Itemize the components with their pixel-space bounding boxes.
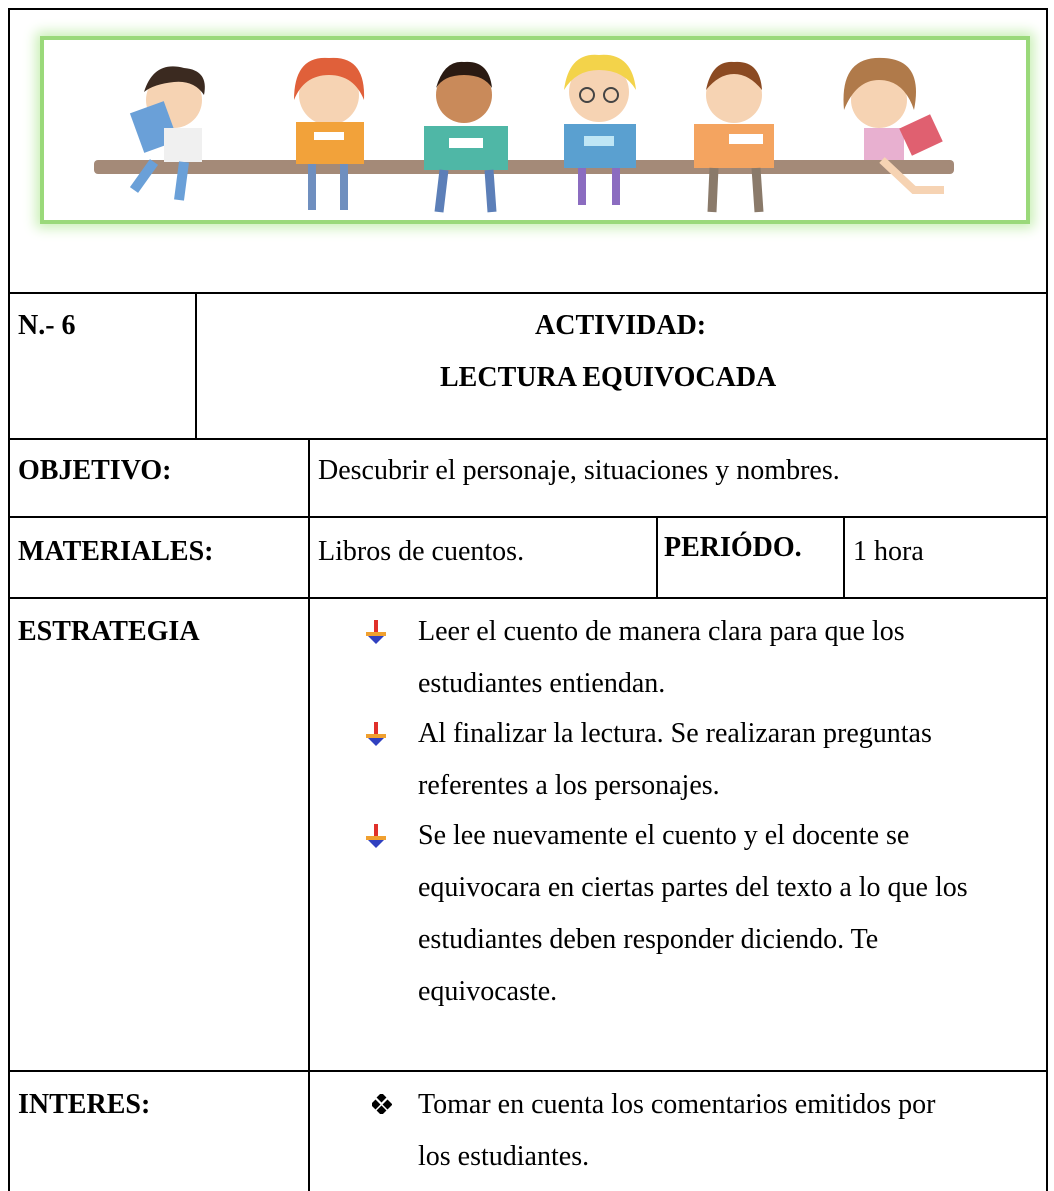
child-2-figure bbox=[294, 57, 365, 210]
activity-name: LECTURA EQUIVOCADA bbox=[440, 362, 777, 393]
estrategia-item-1-line-1: Leer el cuento de manera clara para que … bbox=[418, 616, 905, 647]
objetivo-value: Descubrir el personaje, situaciones y no… bbox=[318, 455, 840, 486]
down-arrow-bullet-icon bbox=[366, 824, 386, 848]
interes-line-2: los estudiantes. bbox=[418, 1141, 590, 1172]
col-separator-labels bbox=[308, 438, 310, 1191]
estrategia-item-2-line-2: referentes a los personajes. bbox=[418, 770, 720, 801]
estrategia-item-1-line-2: estudiantes entiendan. bbox=[418, 668, 666, 699]
estrategia-item-3-line-2: equivocara en ciertas partes del texto a… bbox=[418, 872, 968, 903]
bench bbox=[94, 160, 954, 174]
periodo-label: PERIÓDO. bbox=[664, 532, 802, 563]
materiales-value: Libros de cuentos. bbox=[318, 536, 525, 567]
col-separator-materiales-periodo bbox=[656, 516, 658, 599]
estrategia-label: ESTRATEGIA bbox=[18, 616, 200, 647]
child-3-figure bbox=[424, 61, 508, 213]
interes-label: INTERES: bbox=[18, 1089, 151, 1120]
table-border-top bbox=[8, 8, 1048, 10]
row-separator-objetivo bbox=[8, 516, 1048, 518]
row-separator-materiales bbox=[8, 597, 1048, 599]
interes-line-1: Tomar en cuenta los comentarios emitidos… bbox=[418, 1089, 936, 1120]
activity-number: N.- 6 bbox=[18, 310, 76, 341]
objetivo-label: OBJETIVO: bbox=[18, 455, 172, 486]
child-1-figure bbox=[129, 66, 205, 201]
row-separator-estrategia bbox=[8, 1070, 1048, 1072]
table-border-left bbox=[8, 8, 10, 1191]
activity-title: ACTIVIDAD: bbox=[535, 310, 707, 341]
estrategia-item-2-line-1: Al finalizar la lectura. Se realizaran p… bbox=[418, 718, 932, 749]
table-border-right bbox=[1046, 8, 1048, 1191]
child-6-figure bbox=[843, 57, 944, 194]
row-separator-activity bbox=[8, 438, 1048, 440]
child-4-figure bbox=[564, 54, 636, 205]
children-reading-illustration bbox=[94, 54, 954, 213]
down-arrow-bullet-icon bbox=[366, 620, 386, 644]
child-5-figure bbox=[694, 61, 774, 213]
estrategia-item-3-line-4: equivocaste. bbox=[418, 976, 558, 1007]
down-arrow-bullet-icon bbox=[366, 722, 386, 746]
estrategia-item-3-line-3: estudiantes deben responder diciendo. Te bbox=[418, 924, 879, 955]
banner-frame bbox=[40, 36, 1030, 224]
diamond-bullet-icon bbox=[372, 1094, 392, 1114]
periodo-value: 1 hora bbox=[853, 536, 924, 567]
col-separator-activity-number bbox=[195, 292, 197, 440]
estrategia-item-3-line-1: Se lee nuevamente el cuento y el docente… bbox=[418, 820, 910, 851]
materiales-label: MATERIALES: bbox=[18, 536, 214, 567]
col-separator-periodo-value bbox=[843, 516, 845, 599]
row-separator-banner bbox=[8, 292, 1048, 294]
